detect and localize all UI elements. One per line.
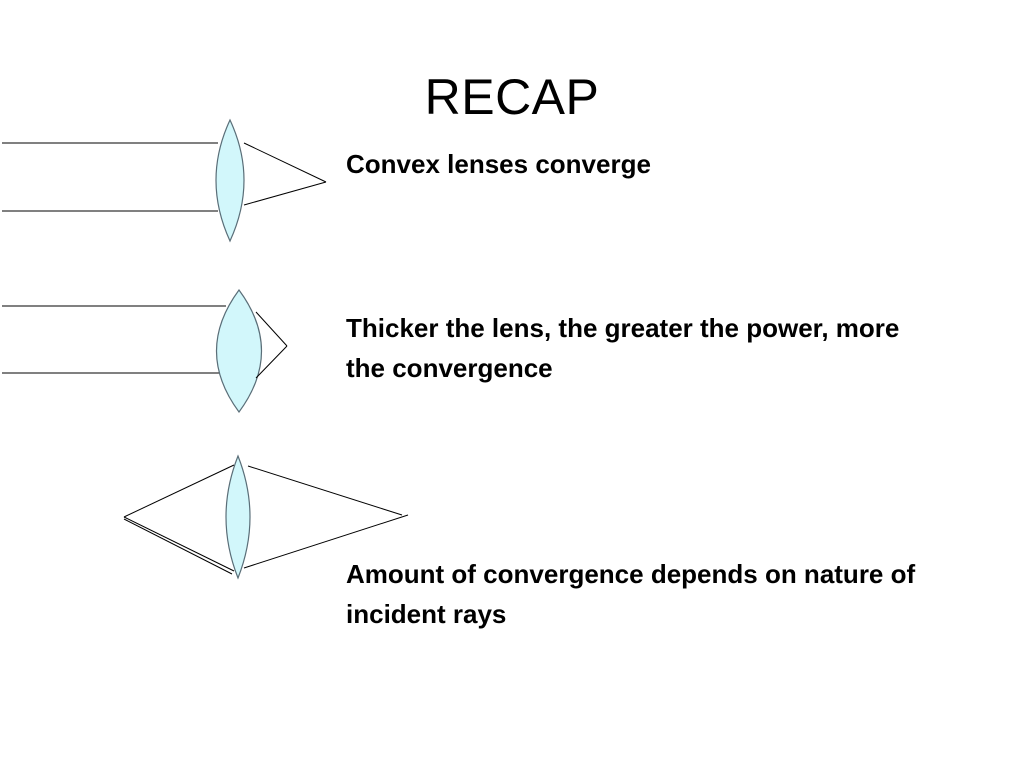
convex-lens	[225, 454, 251, 580]
caption-line: Amount of convergence depends on nature …	[346, 559, 916, 589]
diverging-ray-bottom	[123, 516, 235, 572]
caption-line: Thicker the lens, the greater the power,…	[346, 313, 900, 343]
converging-ray-top	[247, 465, 403, 516]
refracted-ray-top	[255, 311, 288, 347]
diagram-thick-lens	[2, 288, 288, 414]
diverging-ray-bottom-edge	[123, 518, 233, 575]
thick-convex-lens	[215, 288, 263, 414]
caption-convex-lenses: Convex lenses converge	[346, 144, 651, 184]
refracted-ray-top	[243, 142, 327, 183]
converging-ray-bottom	[243, 514, 409, 569]
caption-line: Convex lenses converge	[346, 149, 651, 179]
diagram-point-source	[123, 454, 409, 580]
caption-incident-rays: Amount of convergence depends on nature …	[346, 554, 915, 634]
caption-line: incident rays	[346, 599, 507, 629]
diagram-thin-lens	[2, 118, 327, 243]
refracted-ray-bottom	[243, 181, 327, 206]
thin-convex-lens	[215, 118, 245, 243]
refracted-ray-bottom	[255, 345, 288, 379]
caption-thicker-lens: Thicker the lens, the greater the power,…	[346, 308, 899, 388]
diverging-ray-top	[123, 464, 235, 518]
slide-title: RECAP	[424, 69, 600, 125]
caption-line: the convergence	[346, 353, 553, 383]
